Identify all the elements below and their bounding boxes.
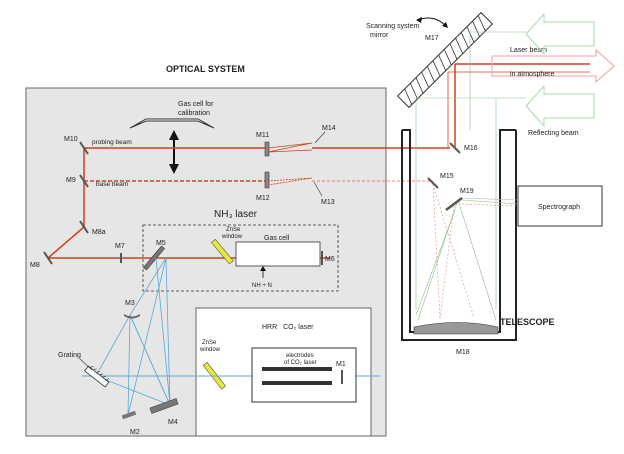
m12-m13-beam — [267, 177, 313, 186]
mirror-m4 — [149, 398, 179, 414]
co2-laser-text: CO₂ laser — [283, 324, 314, 331]
reflecting-beam-label: Reflecting beam — [528, 130, 579, 137]
mirror-m15 — [427, 177, 439, 189]
m7-label: M7 — [115, 243, 125, 250]
hrr-prefix: HRR — [262, 324, 277, 331]
znse-upper-label: ZnSe — [226, 227, 241, 233]
m1-label: M1 — [336, 361, 346, 368]
m6-label: M6 — [325, 256, 335, 263]
gas-cell — [235, 241, 321, 267]
co2-beam-to-m5 — [155, 257, 171, 406]
telescope-base-beam-rays — [432, 183, 475, 319]
calibration-gas-cell — [129, 118, 215, 129]
co2-beam-fan-2 — [95, 314, 171, 406]
m10-label: M10 — [64, 136, 78, 143]
grating-label: Grating — [58, 352, 81, 359]
rotate-arrow-head-left — [416, 17, 422, 23]
m18-label: M18 — [456, 349, 470, 356]
m3-label: M3 — [125, 300, 135, 307]
telescope-light-cone — [415, 98, 497, 321]
mirror-m3 — [124, 314, 140, 319]
spectrograph-box — [517, 185, 603, 227]
mirror-m12 — [264, 171, 270, 189]
znse-upper-label-2: window — [221, 234, 243, 240]
electrode-upper — [262, 367, 332, 371]
arrow-up-icon — [169, 130, 179, 140]
m9-label: M9 — [66, 177, 76, 184]
gas-cell-label: Gas cell — [264, 235, 290, 242]
scanning-mirror-label-2: mirror — [370, 32, 389, 39]
rotate-arrow-icon — [417, 17, 447, 27]
m15-label: M15 — [440, 173, 454, 180]
mirror-m9 — [79, 174, 89, 188]
gas-cell-calibration-label: Gas cell for — [178, 101, 214, 108]
m14-label: M14 — [322, 125, 336, 132]
m2-label: M2 — [130, 429, 140, 436]
grating-pointer — [79, 358, 93, 371]
arrow-down-icon — [169, 164, 179, 174]
scanning-mirror-label: Scanning system — [366, 23, 419, 30]
m13-label: M13 — [321, 199, 335, 206]
optical-system-title: OPTICAL SYSTEM — [166, 64, 245, 74]
mirror-m5 — [143, 245, 165, 271]
nh-n-label: NH + N — [252, 283, 272, 289]
rotate-arrow-head-right — [442, 22, 448, 28]
grating-element — [84, 365, 110, 388]
spectrograph-label: Spectrograph — [538, 204, 580, 211]
mirror-m18 — [413, 322, 499, 335]
znse-lower-label-2: window — [199, 347, 221, 353]
telescope-title: TELESCOPE — [500, 317, 555, 327]
nh3-laser-box — [142, 224, 339, 292]
laser-beam-arrow — [491, 48, 615, 84]
m11-label: M11 — [256, 132, 269, 139]
m14-pointer — [314, 131, 326, 144]
telescope-body — [401, 129, 517, 341]
mirror-m8 — [43, 251, 53, 265]
m4-label: M4 — [168, 419, 178, 426]
co2-beam-fan — [127, 257, 171, 416]
m8-label: M8 — [30, 262, 40, 269]
co2-laser-tube — [251, 347, 357, 403]
reflecting-beam-arrow-bottom — [525, 84, 595, 128]
laser-beam-label-2: in atmosphere — [510, 71, 554, 78]
base-beam-label: base beam — [96, 181, 128, 188]
mirror-m11 — [264, 141, 270, 157]
beam-m8a-m8 — [47, 226, 85, 259]
electrodes-label: electrodes — [286, 353, 314, 359]
m17-label: M17 — [425, 35, 439, 42]
probing-beam-label: probing beam — [92, 139, 132, 146]
mirror-m2 — [121, 410, 137, 420]
electrode-lower — [262, 381, 332, 385]
m5-label: M5 — [156, 240, 166, 247]
scanning-mirror-hatch — [404, 15, 486, 105]
mirror-m10 — [79, 141, 89, 155]
znse-window-upper — [211, 238, 234, 265]
m13-pointer — [313, 181, 323, 197]
mirror-m8a — [79, 220, 89, 234]
spectrograph-rays — [461, 197, 519, 207]
scanning-mirror-m17 — [396, 11, 494, 109]
m12-label: M12 — [256, 195, 270, 202]
reflect-lines — [416, 31, 526, 130]
laser-beam-label: Laser beam — [510, 47, 547, 54]
m19-label: M19 — [460, 188, 474, 195]
m11-m14-beam — [267, 142, 313, 153]
mirror-m19 — [445, 197, 463, 211]
electrodes-label-2: of CO₂ laser — [284, 360, 317, 366]
hrr-laser-title: HRR CO₂ laser — [262, 324, 314, 331]
arrow-up-small-icon — [260, 266, 266, 271]
reflecting-beam-arrow-top — [525, 12, 595, 56]
m16-label: M16 — [464, 145, 478, 152]
m8a-label: M8a — [92, 229, 106, 236]
laser-beam-inner — [447, 71, 590, 148]
nh3-laser-title: NH₃ laser — [214, 209, 258, 220]
gas-cell-calibration-label-2: calibration — [178, 110, 210, 117]
znse-lower-label: ZnSe — [202, 340, 217, 346]
